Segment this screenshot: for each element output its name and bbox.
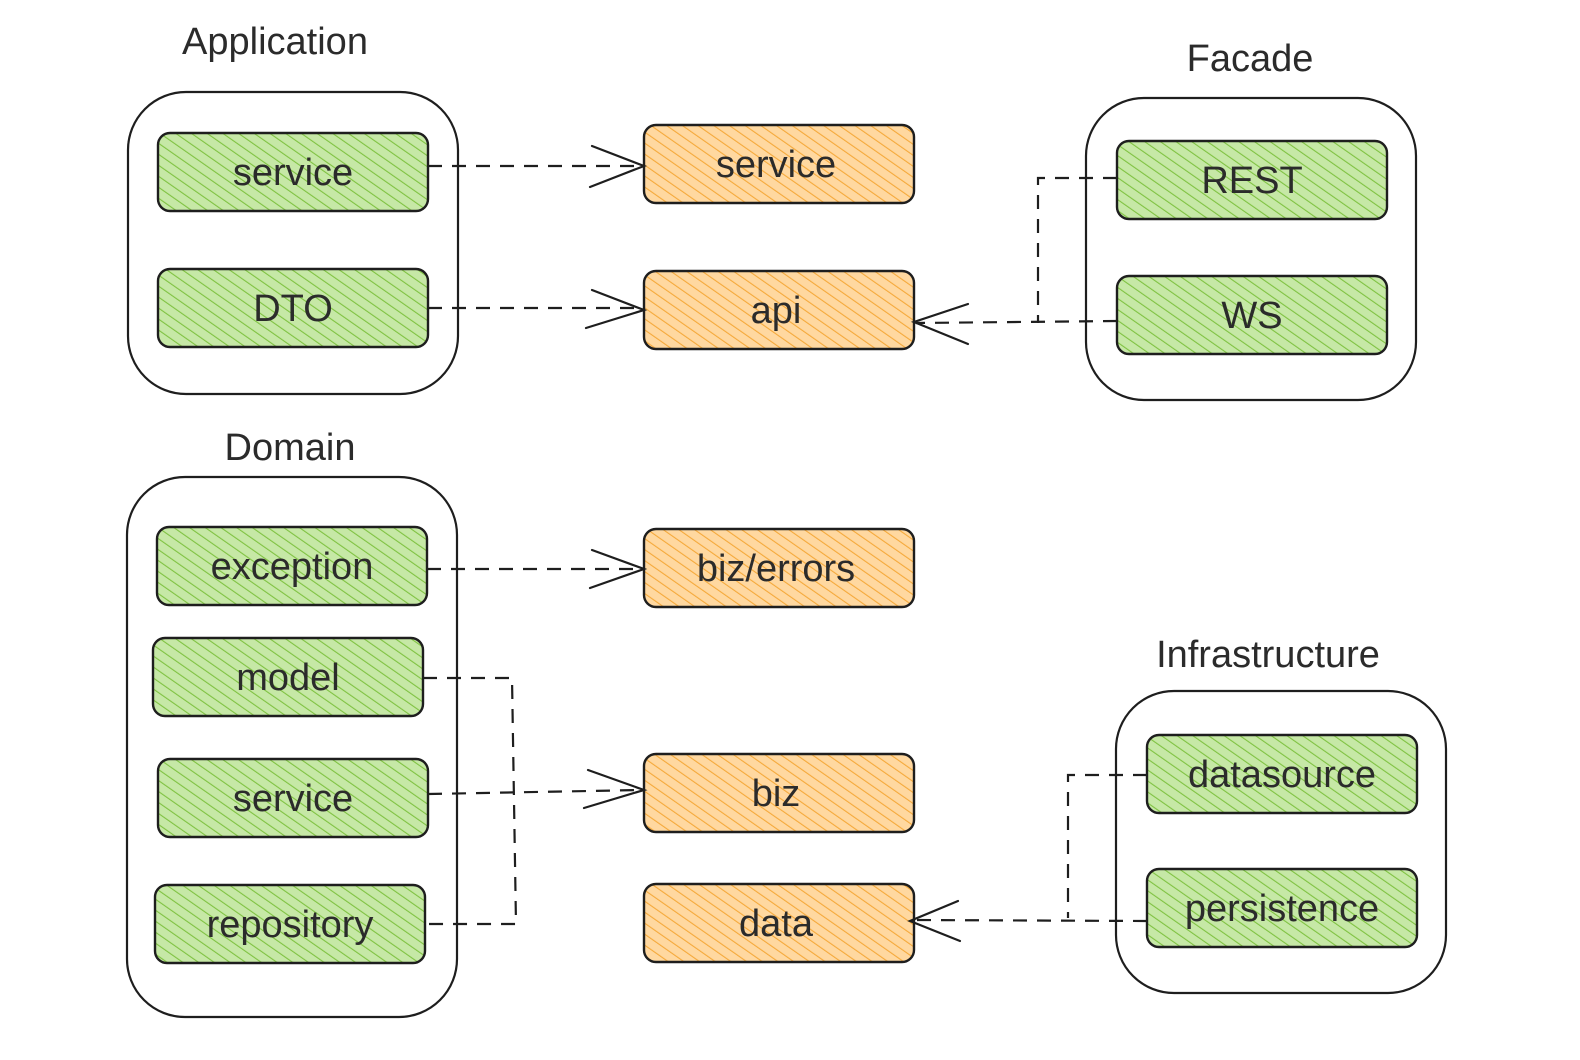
arrowhead <box>907 899 962 943</box>
edge-domain-service-to-biz <box>427 788 643 796</box>
node-infra-persistence[interactable]: persistence <box>1145 867 1419 949</box>
group-application: Application service DTO <box>126 21 460 396</box>
node-facade-ws[interactable]: WS <box>1115 274 1389 356</box>
node-label: service <box>233 778 353 820</box>
node-app-dto[interactable]: DTO <box>156 267 430 349</box>
group-box-facade <box>1084 96 1418 402</box>
connectors <box>423 144 1148 943</box>
edge-domain-model-repository-bus <box>423 676 518 926</box>
node-box <box>156 757 430 839</box>
node-box <box>155 525 429 607</box>
node-target-biz-errors[interactable]: biz/errors <box>642 527 916 609</box>
node-box <box>1115 139 1389 221</box>
node-label: data <box>739 903 814 945</box>
node-label: REST <box>1201 160 1302 202</box>
node-box <box>156 131 430 213</box>
node-app-service[interactable]: service <box>156 131 430 213</box>
node-label: api <box>751 290 802 332</box>
arrowhead <box>584 288 648 330</box>
edge-infra-persistence-to-data <box>911 918 1148 923</box>
group-infrastructure: Infrastructure datasource persistence <box>1114 634 1448 995</box>
node-box <box>642 752 916 834</box>
group-title-infrastructure: Infrastructure <box>1156 634 1380 676</box>
node-box <box>153 883 427 965</box>
target-nodes: service api biz/errors biz data <box>642 123 916 964</box>
node-domain-model[interactable]: model <box>151 636 425 718</box>
node-label: WS <box>1221 295 1282 337</box>
node-infra-datasource[interactable]: datasource <box>1145 733 1419 815</box>
group-box-domain <box>125 475 459 1019</box>
node-domain-service[interactable]: service <box>156 757 430 839</box>
node-label: biz/errors <box>697 548 855 590</box>
arrowhead <box>588 144 648 189</box>
group-title-application: Application <box>182 21 368 63</box>
node-label: datasource <box>1188 754 1376 796</box>
group-domain: Domain exception model service repositor… <box>125 427 459 1019</box>
node-label: DTO <box>253 288 333 330</box>
node-label: model <box>236 657 340 699</box>
group-box-infrastructure <box>1114 689 1448 995</box>
node-target-service[interactable]: service <box>642 123 916 205</box>
node-label: service <box>716 144 836 186</box>
node-label: exception <box>211 546 374 588</box>
node-target-biz[interactable]: biz <box>642 752 916 834</box>
group-facade: Facade REST WS <box>1084 38 1418 402</box>
node-label: persistence <box>1185 888 1379 930</box>
edge-facade-rest-to-api <box>1036 176 1117 323</box>
node-domain-repository[interactable]: repository <box>153 883 427 965</box>
node-box <box>642 123 916 205</box>
edge-facade-ws-to-api <box>915 319 1118 325</box>
node-label: service <box>233 152 353 194</box>
node-box <box>1145 867 1419 949</box>
node-target-data[interactable]: data <box>642 882 916 964</box>
node-box <box>1115 274 1389 356</box>
group-title-facade: Facade <box>1187 38 1314 80</box>
node-label: repository <box>207 904 374 946</box>
arrowhead <box>910 302 970 346</box>
node-label: biz <box>752 773 801 815</box>
arrowhead <box>582 768 648 810</box>
arrowhead <box>588 548 648 590</box>
node-facade-rest[interactable]: REST <box>1115 139 1389 221</box>
group-title-domain: Domain <box>225 427 356 469</box>
edge-infra-datasource-to-data <box>1066 773 1147 918</box>
group-box-application <box>126 90 460 396</box>
node-domain-exception[interactable]: exception <box>155 525 429 607</box>
node-target-api[interactable]: api <box>642 269 916 351</box>
